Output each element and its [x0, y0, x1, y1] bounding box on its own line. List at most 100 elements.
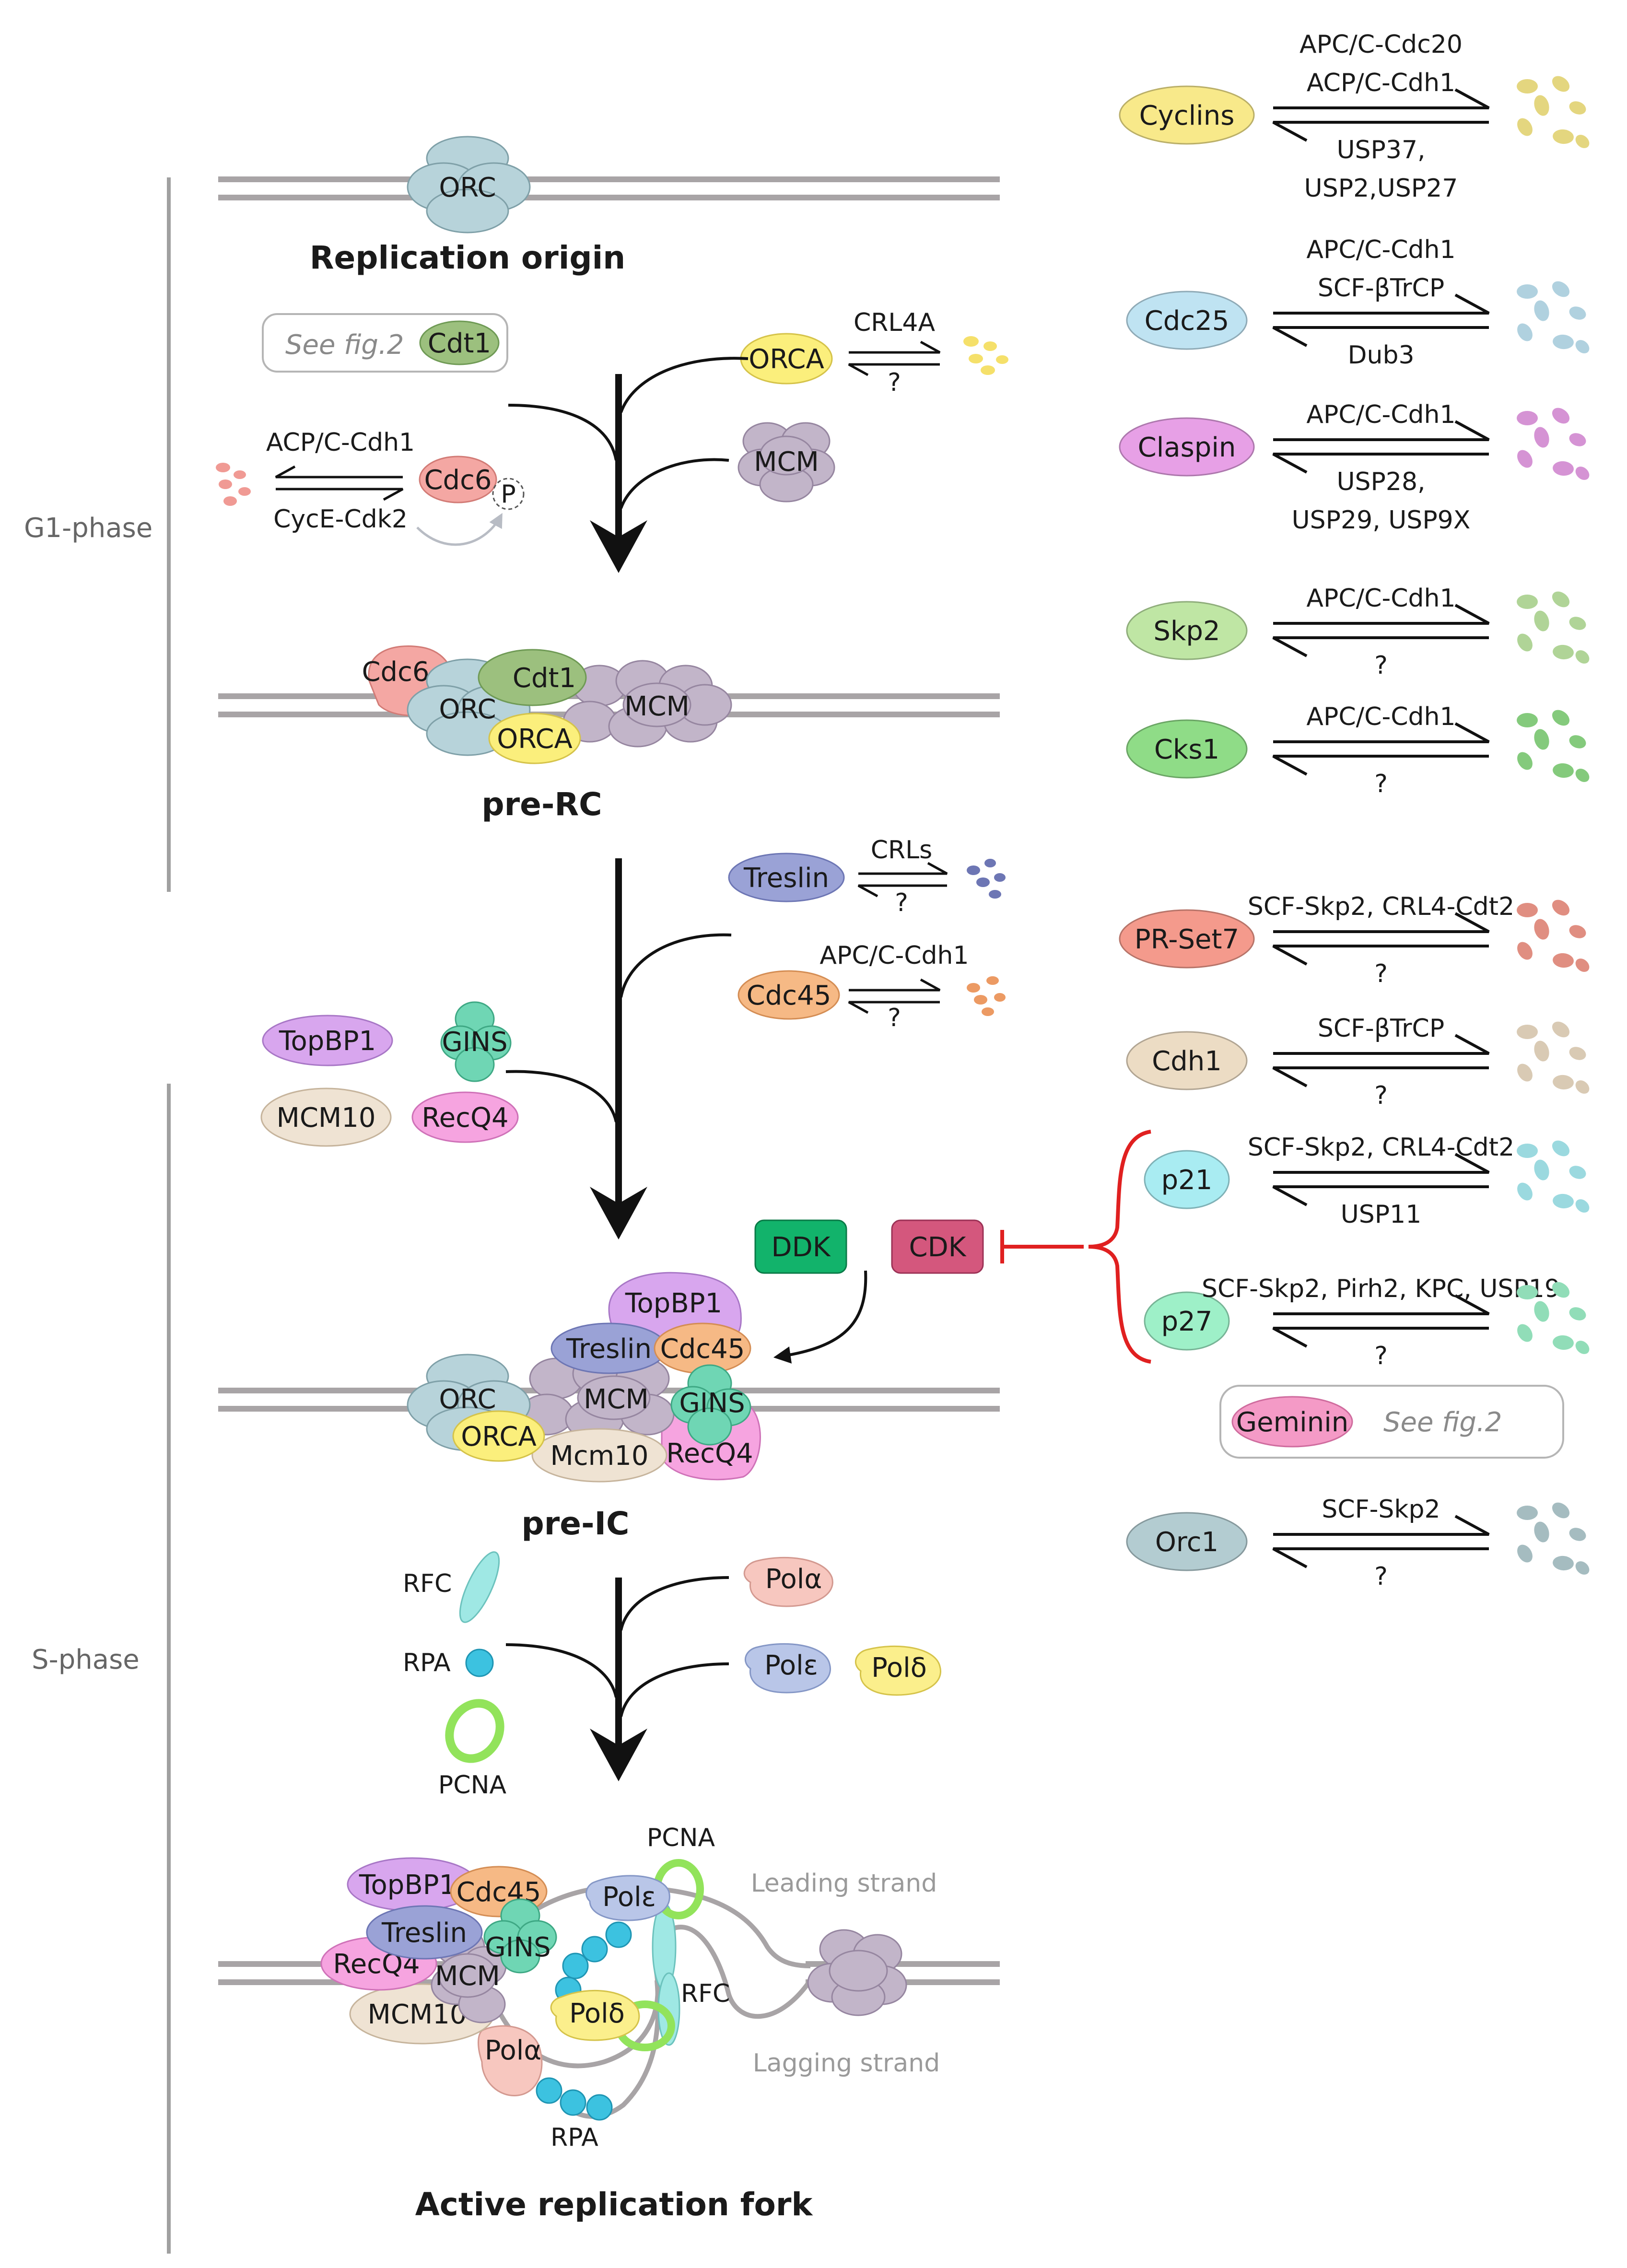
skp2-fragment	[1552, 591, 1570, 608]
claspin-oval	[1119, 417, 1255, 477]
poldelta-free	[854, 1645, 941, 1696]
polepsilon-join-curve	[620, 1662, 729, 1717]
p21-fragment	[1553, 1193, 1574, 1209]
cdh1-forward-arrow	[1273, 1034, 1490, 1055]
cks1-forward-arrow	[1273, 722, 1490, 743]
mcm-join-curve	[620, 458, 729, 509]
cyclins-fragment	[1552, 76, 1570, 92]
p21-label: p21	[1161, 1165, 1213, 1196]
claspin-reverse-arrow	[1272, 453, 1489, 474]
cdc6-equilibrium-arrows	[275, 465, 404, 501]
p27-fragment	[1553, 1335, 1574, 1350]
cks1-stabilizer-0: ?	[1374, 770, 1388, 798]
pr-set7-stabilizer-0: ?	[1374, 959, 1388, 988]
lagging-strand-label: Lagging strand	[753, 2049, 940, 2078]
cdc25-oval	[1126, 291, 1248, 350]
cdc25-fragment	[1553, 334, 1574, 350]
cdh1-fragment	[1553, 1075, 1574, 1090]
cdc25-fragment	[1517, 284, 1538, 299]
treslin-stabilizer: ?	[895, 888, 908, 917]
cdc45-degradation-fragments	[967, 976, 1006, 1016]
cdh1-fragment	[1575, 1080, 1590, 1094]
p21-oval	[1144, 1150, 1230, 1209]
orca-in-prerc-label: ORCA	[497, 724, 573, 755]
treslin-in-preic-label: Treslin	[566, 1333, 652, 1365]
lagging-loop	[569, 1980, 661, 2119]
orc-in-prerc-label: ORC	[439, 694, 496, 725]
treslin-free-label: Treslin	[743, 863, 829, 894]
claspin-fragment	[1569, 433, 1586, 446]
cyclins-stabilizer-0: USP37,	[1336, 136, 1425, 164]
skp2-stabilizer-0: ?	[1374, 651, 1388, 680]
cdk2-phospho-arrow	[416, 513, 503, 546]
polepsilon-free-label: Polε	[764, 1650, 818, 1681]
orc1-fragment	[1552, 1502, 1570, 1519]
mcm-downstream	[807, 1929, 907, 2016]
p21-fragment	[1575, 1199, 1590, 1213]
p27-oval	[1144, 1291, 1230, 1351]
mcm-free	[737, 422, 835, 503]
p21-stabilizer-0: USP11	[1341, 1200, 1422, 1229]
p27-fragment	[1517, 1324, 1533, 1342]
pcna-free	[445, 1699, 504, 1763]
rpa-free	[465, 1648, 494, 1677]
cdh1-fragment	[1552, 1021, 1570, 1038]
cdh1-label: Cdh1	[1152, 1046, 1222, 1077]
mcm10-free-label: MCM10	[277, 1102, 376, 1134]
dna-origin	[218, 176, 1000, 200]
p27-fragment	[1552, 1282, 1570, 1298]
skp2-fragment	[1534, 610, 1549, 631]
cdc45-stabilizer: ?	[888, 1004, 901, 1032]
treslin-cdc45-join-curve	[620, 933, 732, 998]
skp2-reverse-arrow	[1272, 636, 1489, 657]
poldelta-free-label: Polδ	[871, 1652, 927, 1683]
p21-reverse-arrow	[1272, 1185, 1489, 1206]
skp2-fragment	[1575, 650, 1590, 664]
treslin-free	[728, 853, 845, 902]
cdc25-label: Cdc25	[1145, 305, 1229, 337]
skp2-fragment	[1517, 633, 1533, 652]
cyclins-reverse-arrow	[1272, 121, 1489, 142]
cyclins-fragment	[1517, 118, 1533, 136]
orca-join-curve	[620, 357, 749, 413]
orc1-stabilizer-0: ?	[1374, 1562, 1388, 1591]
cdc25-fragment	[1552, 281, 1570, 297]
polalpha-fork	[478, 2025, 543, 2096]
p21-fragment	[1517, 1144, 1538, 1158]
pr-set7-fragment	[1569, 925, 1586, 938]
mcm10-free	[260, 1087, 392, 1147]
cks1-fragment	[1552, 710, 1570, 726]
orc1-label: Orc1	[1155, 1527, 1218, 1558]
skp2-fragment	[1553, 644, 1574, 660]
cyclins-forward-arrow	[1273, 88, 1490, 109]
pr-set7-fragment	[1552, 900, 1570, 916]
cdc6-in-prerc-label: Cdc6	[362, 656, 429, 688]
orca-stabilizer: ?	[888, 368, 901, 397]
cdc6-join-curve	[508, 404, 618, 461]
kinase-action-arrow	[773, 1270, 867, 1364]
cdc25-fragment	[1517, 323, 1533, 341]
pr-set7-reverse-arrow	[1272, 945, 1489, 966]
claspin-fragment	[1575, 467, 1590, 480]
rpa-join-curve	[505, 1643, 618, 1698]
treslin-degradation-fragments	[967, 859, 1006, 899]
cdc45-equilibrium-arrows	[848, 978, 941, 1014]
cks1-fragment	[1569, 735, 1586, 748]
orca-in-preic-label: ORCA	[461, 1421, 537, 1452]
stage-preic-title: pre-IC	[522, 1505, 630, 1542]
claspin-fragment	[1552, 408, 1570, 424]
mcm-fork-label: MCM	[435, 1961, 500, 1992]
claspin-stabilizer-1: USP29, USP9X	[1292, 506, 1471, 535]
cdc25-fragment	[1569, 306, 1586, 320]
rfc-free	[459, 1551, 500, 1623]
orc1-fragment	[1575, 1561, 1590, 1575]
cdc25-reverse-arrow	[1272, 326, 1489, 347]
orc1-fragment	[1534, 1521, 1549, 1543]
cdc25-stabilizer-0: Dub3	[1347, 341, 1414, 370]
p21-fragment	[1552, 1140, 1570, 1157]
cdt1-in-prerc	[478, 649, 587, 706]
polepsilon-fork	[585, 1875, 670, 1921]
cdh1-oval	[1126, 1031, 1248, 1090]
pr-set7-label: PR-Set7	[1135, 924, 1239, 955]
polalpha-free	[743, 1556, 833, 1607]
